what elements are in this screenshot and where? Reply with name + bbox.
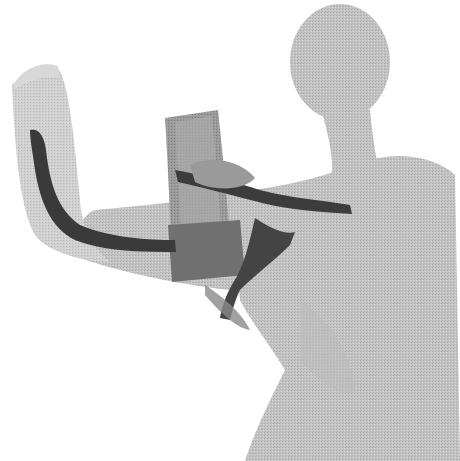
shoulder-pad (168, 220, 245, 282)
head-shape (290, 4, 390, 120)
